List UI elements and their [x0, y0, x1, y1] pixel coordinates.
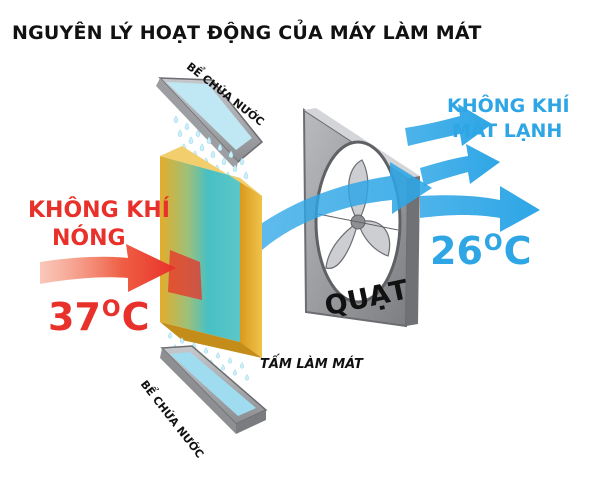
- water-drop: [228, 150, 234, 158]
- water-drop: [199, 143, 205, 151]
- hot-temp-value: 37: [48, 295, 101, 339]
- cold-air-label-line1: KHÔNG KHÍ: [447, 95, 570, 117]
- bottom-water-tank: [160, 345, 268, 434]
- hot-air-arrow: [40, 244, 202, 300]
- top-water-tank: [156, 77, 264, 170]
- water-drop: [188, 136, 194, 144]
- hot-temp-degree: O: [101, 297, 121, 322]
- water-drop: [221, 157, 227, 165]
- water-drop: [239, 157, 245, 165]
- cooling-pad-label: TẤM LÀM MÁT: [260, 357, 363, 372]
- water-drop: [210, 150, 216, 158]
- cold-temp-unit: C: [503, 229, 532, 273]
- hot-temp-unit: C: [121, 295, 150, 339]
- fan-assembly: [302, 108, 420, 328]
- water-drop: [177, 129, 183, 137]
- water-drop: [168, 332, 172, 339]
- water-drop: [184, 122, 190, 130]
- hot-air-label-line1: KHÔNG KHÍ: [28, 198, 170, 223]
- cool-air-arrows: [255, 104, 540, 250]
- water-drop: [232, 164, 238, 172]
- hot-air-temperature: 37OC: [48, 298, 149, 336]
- water-drop: [245, 374, 249, 381]
- water-drop: [228, 357, 232, 364]
- cold-air-temperature: 26OC: [430, 232, 531, 270]
- cold-temp-value: 26: [430, 229, 483, 273]
- water-drop: [240, 362, 244, 369]
- water-drop: [204, 347, 208, 354]
- water-drop: [206, 136, 212, 144]
- hot-air-label-line2: NÓNG: [52, 226, 126, 251]
- water-drop: [180, 337, 184, 344]
- water-drop: [195, 129, 201, 137]
- water-drop: [221, 364, 225, 371]
- cooling-pad: [160, 146, 262, 358]
- cold-temp-degree: O: [483, 231, 503, 256]
- diagram-title: NGUYÊN LÝ HOẠT ĐỘNG CỦA MÁY LÀM MÁT: [12, 22, 482, 44]
- water-drop: [217, 143, 223, 151]
- cold-air-label-line2: MÁT LẠNH: [452, 120, 563, 142]
- water-drop: [216, 352, 220, 359]
- water-drop: [233, 369, 237, 376]
- water-drop: [243, 171, 249, 179]
- water-drop: [173, 115, 179, 123]
